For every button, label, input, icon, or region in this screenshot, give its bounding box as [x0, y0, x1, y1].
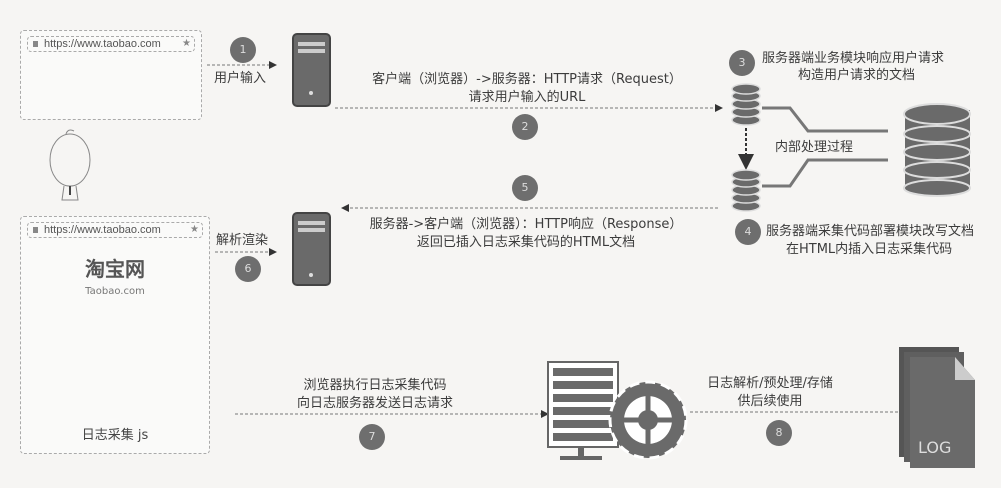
browser-window-bottom: https://www.taobao.com ★ 淘宝网 Taobao.com 日… — [20, 216, 210, 454]
lock-icon — [33, 41, 38, 47]
step-3-line-1: 服务器端业务模块响应用户请求 — [762, 51, 945, 66]
step-5-line-1: 服务器->客户端（浏览器）：HTTP响应（Response） — [369, 217, 683, 232]
lock-icon — [33, 227, 38, 233]
step-6-badge: 6 — [235, 256, 261, 282]
step-4-line-2: 在HTML内插入日志采集代码 — [786, 242, 953, 257]
step-3-badge: 3 — [729, 50, 755, 76]
step-1-label: 用户输入 — [214, 71, 267, 86]
step-7-line-2: 向日志服务器发送日志请求 — [296, 396, 453, 411]
step-8-line-2: 供后续使用 — [737, 394, 803, 409]
step-2-line-1: 客户端（浏览器）->服务器：HTTP请求（Request） — [372, 72, 682, 87]
server-icon-top — [292, 33, 331, 107]
step-8-line-1: 日志解析/预处理/存储 — [707, 376, 833, 391]
database-icon-small-top — [731, 83, 761, 126]
step-7-line-1: 浏览器执行日志采集代码 — [303, 378, 447, 393]
server-icon-bottom — [292, 212, 331, 286]
step-5-line-2: 返回已插入日志采集代码的HTML文档 — [416, 235, 636, 250]
step-4-line-1: 服务器端采集代码部署模块改写文档 — [766, 224, 975, 239]
database-icon-large — [903, 103, 971, 197]
step-5-badge: 5 — [512, 175, 538, 201]
log-js-caption: 日志采集 js — [81, 428, 149, 443]
address-bar[interactable]: https://www.taobao.com ★ — [27, 222, 203, 238]
star-icon[interactable]: ★ — [182, 38, 191, 49]
step-7-badge: 7 — [359, 424, 385, 450]
taobao-mascot — [49, 129, 91, 201]
connector-lines — [762, 106, 888, 188]
database-icon-small-bottom — [731, 169, 761, 212]
log-server-gear-icon — [547, 361, 688, 460]
taobao-logo-en: Taobao.com — [85, 286, 145, 297]
step-2-line-2: 请求用户输入的URL — [468, 90, 586, 105]
address-bar[interactable]: https://www.taobao.com ★ — [27, 36, 195, 52]
step-3-line-2: 构造用户请求的文档 — [798, 68, 916, 83]
url-text: https://www.taobao.com — [44, 38, 161, 50]
log-label: LOG — [918, 438, 952, 457]
browser-window-top: https://www.taobao.com ★ — [20, 30, 202, 120]
taobao-logo: 淘宝网 — [85, 257, 145, 281]
step-6-label: 解析渲染 — [216, 233, 269, 248]
log-file-icon — [899, 347, 975, 468]
url-text: https://www.taobao.com — [44, 224, 161, 236]
star-icon[interactable]: ★ — [190, 224, 199, 235]
step-1-badge: 1 — [230, 37, 256, 63]
step-8-badge: 8 — [766, 420, 792, 446]
step-4-badge: 4 — [735, 219, 761, 245]
step-2-badge: 2 — [512, 114, 538, 140]
internal-process-label: 内部处理过程 — [775, 140, 854, 155]
